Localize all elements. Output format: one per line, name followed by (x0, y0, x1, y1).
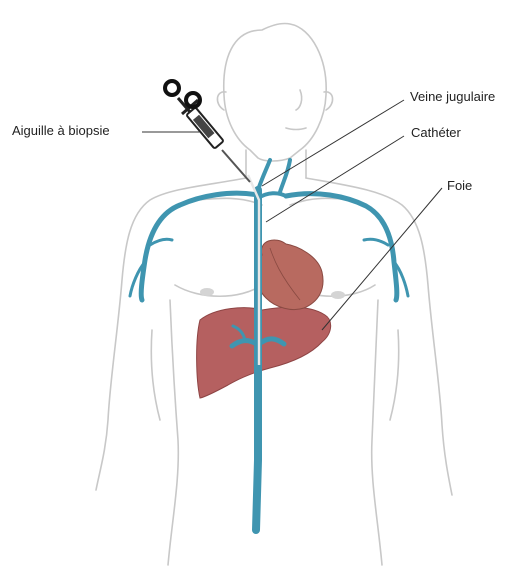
catheter-label: Cathéter (411, 126, 461, 139)
leader-line-jugular (262, 100, 404, 186)
liver-label: Foie (447, 179, 472, 192)
biopsy-needle-label: Aiguille à biopsie (12, 124, 110, 137)
leader-line-liver (322, 188, 442, 330)
liver-shape (197, 307, 331, 398)
heart-shape (256, 240, 323, 310)
left-nipple (200, 288, 214, 296)
right-nipple (331, 291, 345, 299)
jugular-vein-label: Veine jugulaire (410, 90, 495, 103)
